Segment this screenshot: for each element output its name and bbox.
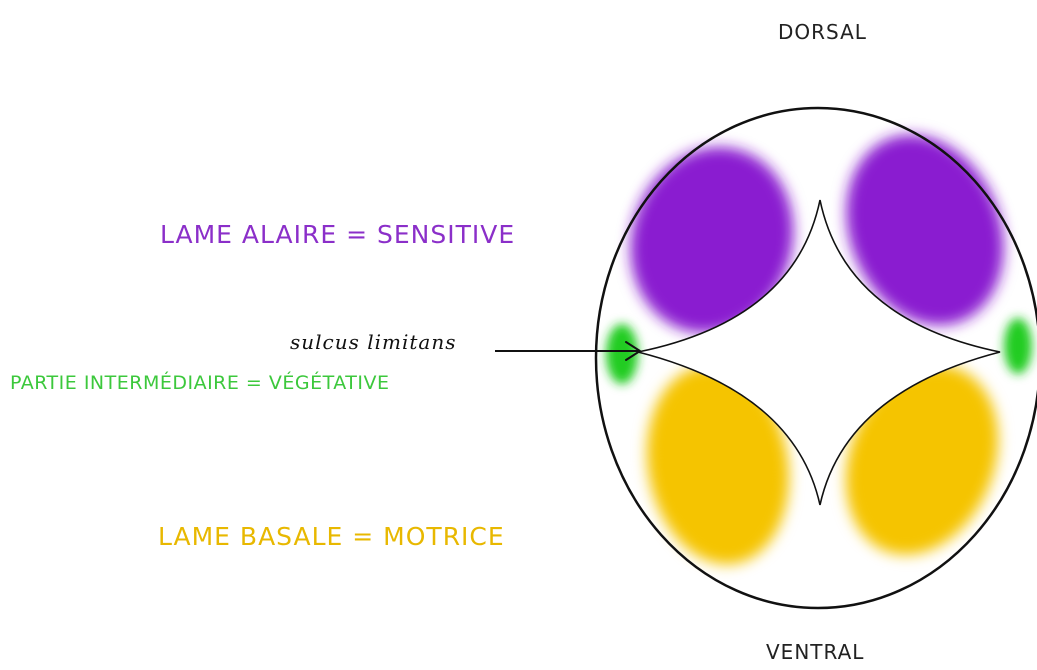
basal-plate-right xyxy=(845,365,999,555)
alar-plate-label: LAME ALAIRE = SENSITIVE xyxy=(160,220,516,249)
intermediate-zone-right xyxy=(1004,318,1032,374)
intermediate-zone-label: PARTIE INTERMÉDIAIRE = VÉGÉTATIVE xyxy=(10,372,390,394)
alar-plate-right xyxy=(846,134,1004,326)
sulcus-limitans-label: sulcus limitans xyxy=(290,330,457,354)
sulcus-arrow-head xyxy=(625,341,641,361)
ventral-label: VENTRAL xyxy=(766,640,865,664)
intermediate-zone-left xyxy=(606,324,638,384)
neural-tube-outline xyxy=(594,106,1037,610)
dorsal-label: DORSAL xyxy=(778,20,867,44)
basal-plate-left xyxy=(646,365,790,565)
alar-plate-left xyxy=(630,147,794,333)
central-canal xyxy=(637,199,1001,506)
basal-plate-label: LAME BASALE = MOTRICE xyxy=(158,522,505,551)
